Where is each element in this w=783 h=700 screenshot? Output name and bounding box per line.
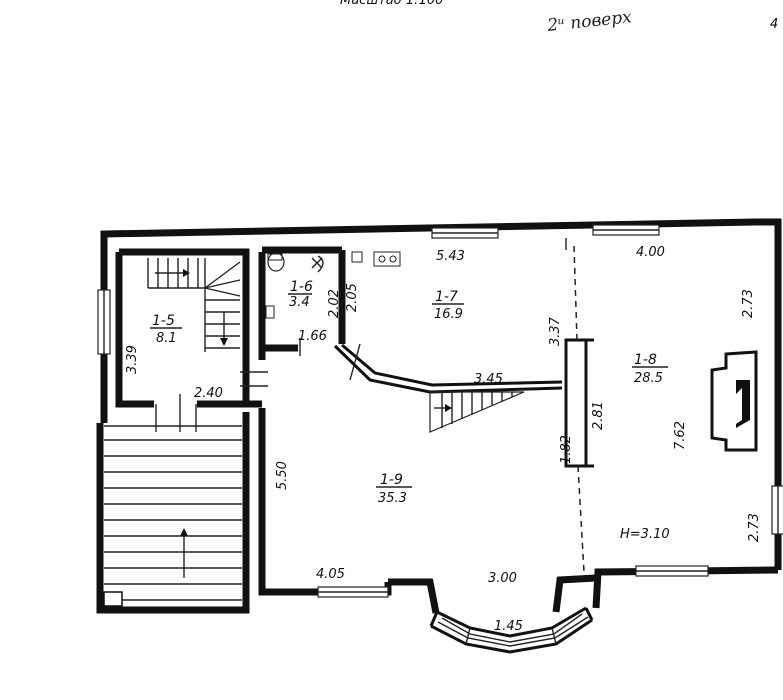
fireplace (710, 350, 758, 452)
dim-7-62: 7.62 (673, 421, 688, 450)
dim-4-00: 4.00 (636, 245, 665, 260)
ceiling-height: H=3.10 (620, 527, 670, 542)
room-id: 1-9 (380, 472, 403, 488)
header-fragment: Масштаб 1:100 (340, 0, 443, 8)
dim-1-66: 1.66 (298, 329, 327, 344)
room-id: 1-8 (634, 352, 657, 368)
room-id: 1-7 (435, 289, 458, 305)
room-area: 28.5 (634, 371, 663, 386)
dim-1-45: 1.45 (494, 619, 523, 634)
dim-3-37: 3.37 (548, 316, 563, 346)
dim-4-05: 4.05 (316, 567, 345, 582)
room-1-5-label: 1-5 8.1 (150, 313, 182, 346)
room-area: 16.9 (434, 307, 463, 322)
dim-2-02: 2.02 (327, 289, 342, 318)
room-1-7-label: 1-7 16.9 (432, 289, 464, 322)
bathroom-fixtures (265, 251, 401, 319)
room-area: 8.1 (156, 331, 177, 346)
bay-window (429, 606, 594, 654)
dim-3-45: 3.45 (474, 372, 503, 387)
room-1-8-label: 1-8 28.5 (632, 352, 668, 386)
room-id: 1-6 (290, 279, 313, 295)
floor-note: 2ᵘ поверх (545, 7, 633, 36)
room-area: 35.3 (378, 491, 407, 506)
dim-2-81: 2.81 (591, 401, 606, 430)
dim-5-50: 5.50 (275, 461, 290, 490)
dim-5-43: 5.43 (436, 249, 465, 264)
corner-mark: 4 (770, 17, 778, 32)
staircase-upper (147, 258, 241, 352)
openings (155, 238, 567, 432)
dim-2-40: 2.40 (194, 386, 223, 401)
dim-3-00: 3.00 (488, 571, 517, 586)
dim-2-73-upper: 2.73 (741, 289, 756, 318)
room-1-9-label: 1-9 35.3 (376, 472, 412, 506)
interior-walls (115, 245, 594, 573)
room-id: 1-5 (152, 313, 175, 329)
dim-3-39: 3.39 (125, 345, 140, 374)
staircase-inner (429, 391, 525, 433)
room-area: 3.4 (289, 295, 310, 310)
dim-1-82: 1.82 (559, 435, 574, 464)
dimension-labels: 5.43 4.00 2.05 2.02 1.66 3.39 2.40 3.37 … (125, 245, 762, 634)
dim-2-73-lower: 2.73 (747, 513, 762, 542)
room-1-6-label: 1-6 3.4 (288, 279, 313, 310)
outer-walls (96, 218, 782, 614)
dim-2-05: 2.05 (345, 283, 360, 312)
windows (97, 224, 783, 598)
staircase-lower (103, 425, 242, 607)
